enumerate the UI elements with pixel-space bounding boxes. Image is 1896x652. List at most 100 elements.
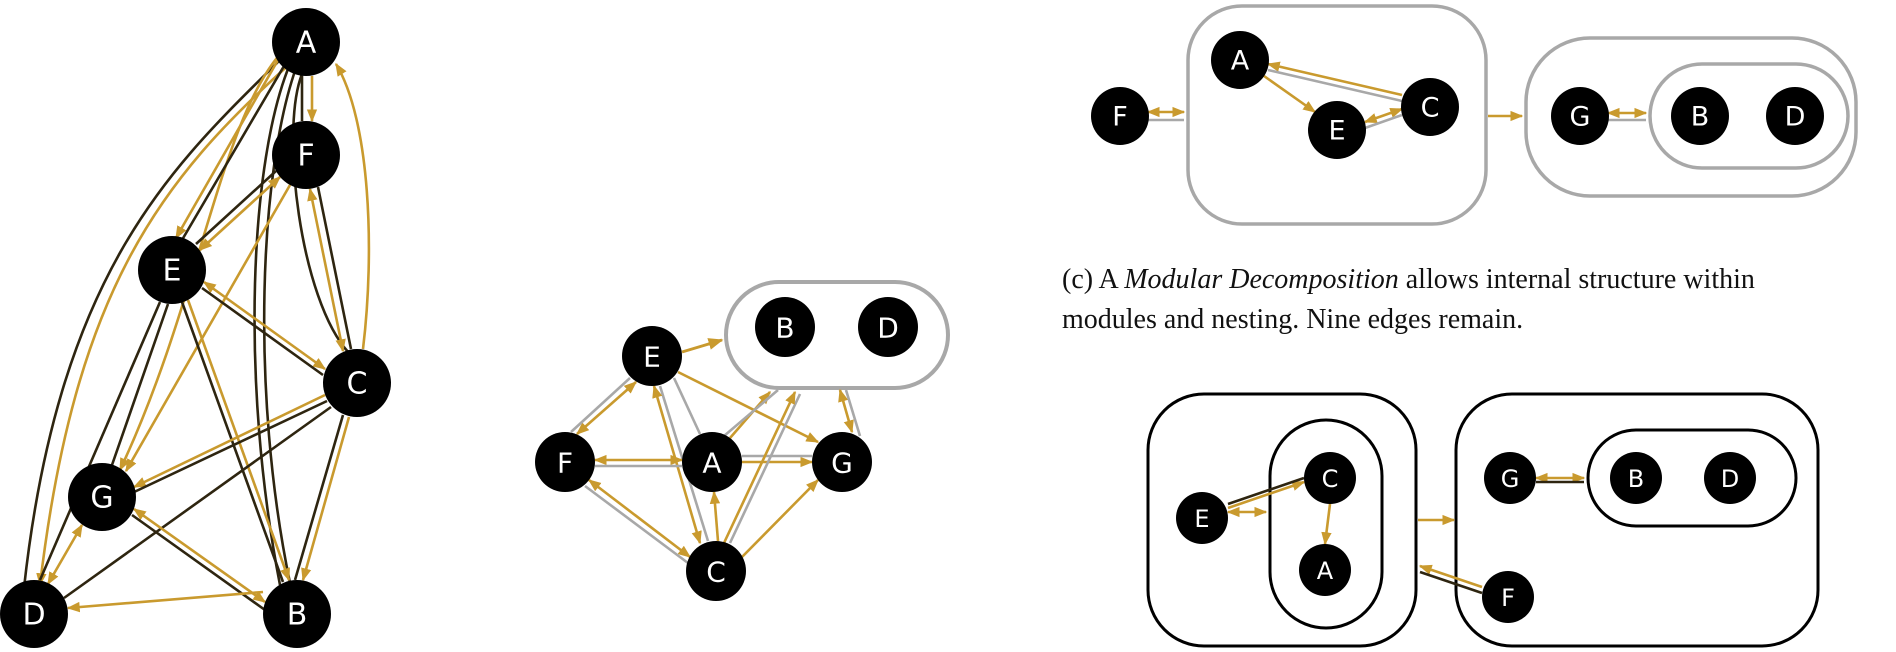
- node-label: C: [1421, 93, 1440, 124]
- edge-b-f-c: [587, 478, 692, 559]
- edge-b-c-module: [728, 393, 802, 544]
- edge-c-e-c2: [1364, 113, 1403, 130]
- module-c-gbd: [1524, 36, 1858, 198]
- edge-d-f-module: [1418, 564, 1483, 589]
- edge-layer: [22, 51, 1648, 613]
- node-label: F: [1501, 584, 1515, 612]
- node-label: G: [1570, 102, 1591, 133]
- node-b-e: E: [622, 326, 682, 386]
- node-c-f: F: [1091, 87, 1149, 145]
- node-circle: [1308, 101, 1366, 159]
- node-label: C: [1322, 465, 1339, 493]
- node-c-d: D: [1766, 87, 1824, 145]
- edge-c-a: [334, 62, 371, 350]
- edge-c-c-a2: [1267, 68, 1403, 103]
- node-label: F: [297, 139, 314, 174]
- edge-f-c: [307, 187, 346, 353]
- node-label: E: [1194, 505, 1209, 533]
- node-label: B: [287, 598, 308, 633]
- caption-c: (c) A Modular Decomposition allows inter…: [1062, 260, 1755, 340]
- module-d-left: [1146, 392, 1418, 648]
- edge-b-e-g: [677, 370, 820, 444]
- edge-c-a-e: [1263, 74, 1317, 114]
- edge-a-e: [174, 59, 280, 240]
- node-circle: [1671, 87, 1729, 145]
- edge-c-b2: [293, 414, 345, 581]
- node-label: D: [1721, 465, 1739, 493]
- edge-e-b: [180, 301, 285, 583]
- node-circle: [1401, 78, 1459, 136]
- edge-b-g-module: [838, 388, 854, 434]
- edge-e-b-gold: [186, 299, 291, 582]
- edge-c-c-a: [1266, 61, 1403, 97]
- node-a-c: C: [323, 349, 391, 417]
- edge-b-a-module2: [723, 389, 779, 437]
- node-label: D: [22, 598, 45, 633]
- node-label: D: [877, 312, 899, 345]
- module-d-ca: [1268, 418, 1384, 630]
- node-circle: [1484, 452, 1536, 504]
- edge-f-e2: [195, 170, 277, 245]
- node-circle: [858, 297, 918, 357]
- node-a-e: E: [138, 236, 206, 304]
- edge-g-b2: [131, 513, 266, 612]
- edge-b-d: [66, 590, 264, 613]
- edge-a-d: [22, 53, 287, 589]
- module-c-bd: [1648, 62, 1850, 170]
- node-label: G: [1501, 465, 1520, 493]
- node-circle: [138, 236, 206, 304]
- node-d-b: B: [1610, 452, 1662, 504]
- node-circle: [1704, 452, 1756, 504]
- node-c-a: A: [1211, 31, 1269, 89]
- edge-b-e-module: [681, 338, 724, 354]
- node-circle: [1766, 87, 1824, 145]
- node-label: C: [706, 556, 726, 589]
- node-circle: [1482, 571, 1534, 623]
- module-layer: [724, 4, 1858, 648]
- node-circle: [1304, 452, 1356, 504]
- node-circle: [323, 349, 391, 417]
- module-d-right: [1454, 392, 1820, 648]
- node-label: E: [643, 341, 661, 374]
- edge-b-c-a: [709, 490, 721, 542]
- node-c-e: E: [1308, 101, 1366, 159]
- module-b-bd: [724, 280, 950, 390]
- node-circle: [812, 432, 872, 492]
- edge-e-c: [202, 280, 327, 371]
- node-circle: [263, 580, 331, 648]
- edge-c-b: [301, 416, 351, 582]
- node-b-f: F: [535, 432, 595, 492]
- node-b-d: D: [858, 297, 918, 357]
- node-label: B: [775, 312, 794, 345]
- node-circle: [686, 541, 746, 601]
- node-circle: [1610, 452, 1662, 504]
- module-d-bd: [1586, 428, 1798, 528]
- node-d-f: F: [1482, 571, 1534, 623]
- node-b-a: A: [682, 432, 742, 492]
- node-a-g: G: [68, 463, 136, 531]
- edge-g-d: [46, 523, 84, 586]
- edge-b-e-a: [672, 377, 702, 435]
- node-b-b: B: [755, 297, 815, 357]
- node-circle: [1091, 87, 1149, 145]
- edge-b-e-f2: [570, 377, 631, 433]
- edge-c-e-c: [1363, 107, 1404, 124]
- node-c-c: C: [1401, 78, 1459, 136]
- node-label: A: [296, 26, 317, 61]
- node-b-c: C: [686, 541, 746, 601]
- edge-b-e-f: [576, 381, 637, 435]
- edge-b-f-c2: [584, 484, 689, 565]
- node-circle: [1176, 492, 1228, 544]
- edge-c-d: [63, 405, 332, 600]
- node-label: E: [1328, 116, 1345, 147]
- node-circle: [1211, 31, 1269, 89]
- edge-f-c2: [316, 186, 353, 350]
- caption-c-line2: modules and nesting. Nine edges remain.: [1062, 304, 1524, 335]
- node-label: G: [90, 481, 113, 516]
- node-a-d: D: [0, 580, 68, 648]
- edge-b-c-g: [741, 479, 819, 558]
- node-label: A: [1231, 46, 1250, 77]
- edge-d-e-c2: [1227, 476, 1305, 506]
- node-label: A: [702, 447, 721, 480]
